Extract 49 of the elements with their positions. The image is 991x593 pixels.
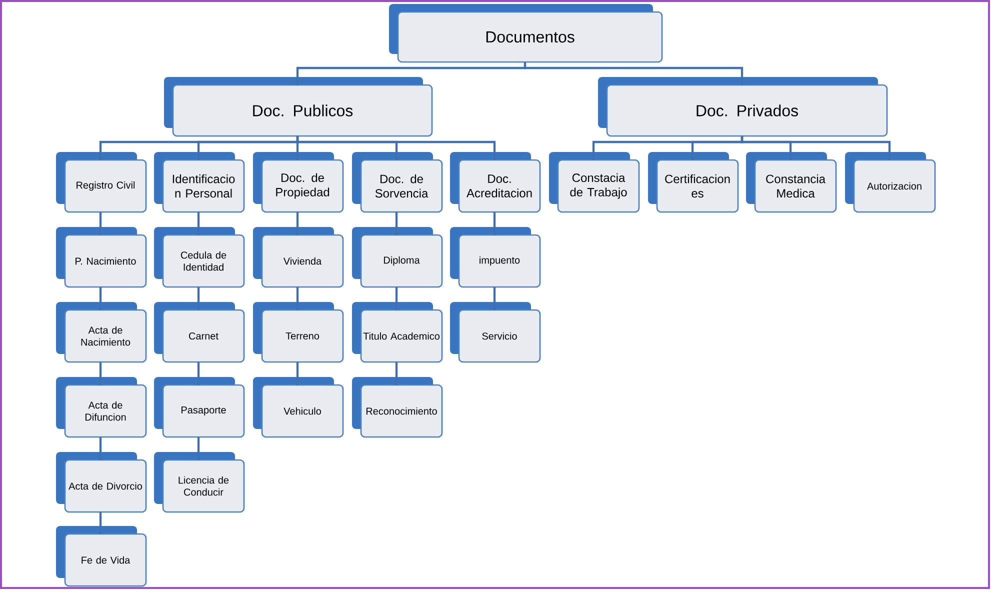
connector — [99, 287, 102, 310]
connector — [493, 212, 496, 235]
connector — [524, 62, 744, 85]
connector — [197, 437, 200, 460]
connector — [395, 362, 398, 385]
org-box: Cedula de Identidad — [154, 227, 245, 288]
org-box: Constancia Medica — [746, 152, 837, 213]
org-box: Pasaporte — [154, 377, 245, 438]
org-box: P. Nacimiento — [56, 227, 147, 288]
org-box: Doc. de Propiedad — [253, 152, 344, 213]
connector — [197, 287, 200, 310]
org-box: Fe de Vida — [56, 526, 147, 587]
connector — [99, 362, 102, 385]
org-box: Licencia de Conducir — [154, 452, 245, 513]
org-box: Reconocimiento — [352, 377, 443, 438]
org-box: Acta de Nacimiento — [56, 302, 147, 363]
org-box: Doc. de Sorvencia — [352, 152, 443, 213]
org-box: Documentos — [389, 4, 663, 63]
org-box: Acta de Difuncion — [56, 377, 147, 438]
connector — [296, 212, 299, 235]
org-box: Doc. Privados — [598, 77, 888, 137]
connector — [740, 136, 891, 160]
connector — [296, 287, 299, 310]
connector — [99, 437, 102, 460]
connector — [99, 212, 102, 235]
connector — [296, 362, 299, 385]
org-box: Diploma — [352, 227, 443, 288]
org-box: Terreno — [253, 302, 344, 363]
org-box: Constacia de Trabajo — [549, 152, 640, 213]
connector — [395, 287, 398, 310]
connector — [197, 212, 200, 235]
org-box: Doc. Acreditacion — [450, 152, 541, 213]
connector — [395, 212, 398, 235]
org-box: Certificacion es — [648, 152, 739, 213]
org-box: Carnet — [154, 302, 245, 363]
org-box: Doc. Publicos — [164, 77, 433, 137]
org-box: Autorizacion — [845, 152, 936, 213]
org-box: Acta de Divorcio — [56, 452, 147, 513]
org-box: Registro Civil — [56, 152, 147, 213]
org-box: Identificacio n Personal — [154, 152, 245, 213]
connector — [296, 136, 496, 160]
org-box: Titulo Academico — [352, 302, 443, 363]
org-box: Vehiculo — [253, 377, 344, 438]
connector — [197, 362, 200, 385]
connector — [99, 512, 102, 534]
connector — [493, 287, 496, 310]
org-box: impuento — [450, 227, 541, 288]
org-box: Vivienda — [253, 227, 344, 288]
org-box: Servicio — [450, 302, 541, 363]
